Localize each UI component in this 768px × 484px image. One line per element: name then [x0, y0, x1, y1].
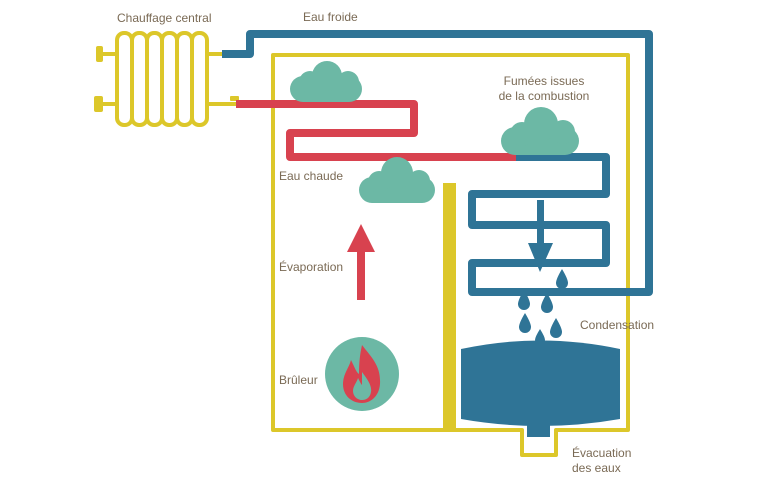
flue-gases-label-line1: Fumées issues: [503, 74, 585, 88]
evaporation-label: Évaporation: [279, 260, 344, 274]
drain-label: Évacuation des eaux: [572, 446, 631, 476]
evaporation-arrow-icon: [347, 224, 375, 300]
central-heating-label: Chauffage central: [117, 11, 212, 25]
condensation-arrow-icon: [528, 200, 553, 272]
radiator: [100, 31, 238, 127]
boiler-casing: [271, 53, 630, 457]
radiator-valves: [94, 46, 239, 112]
burner: [325, 337, 399, 411]
hot-water-pipe: [236, 100, 516, 161]
droplet-icon: [518, 269, 568, 345]
hot-water-label: Eau chaude: [279, 169, 344, 183]
burner-label: Brûleur: [279, 373, 318, 387]
drain-label-line1: Évacuation: [572, 446, 632, 460]
flue-gases-label: Fumées issues de la combustion: [494, 74, 594, 104]
cold-water-pipe: [222, 30, 653, 296]
cloud-icon: [359, 157, 435, 203]
flue-gases-label-line2: de la combustion: [498, 89, 590, 103]
cloud-icon: [501, 107, 579, 155]
drain-label-line2: des eaux: [572, 461, 621, 475]
cold-water-label: Eau froide: [303, 10, 358, 24]
cloud-icon: [290, 61, 362, 102]
condensation-label: Condensation: [580, 318, 655, 332]
divider-wall: [443, 183, 456, 432]
condensate-tank: [461, 340, 620, 437]
